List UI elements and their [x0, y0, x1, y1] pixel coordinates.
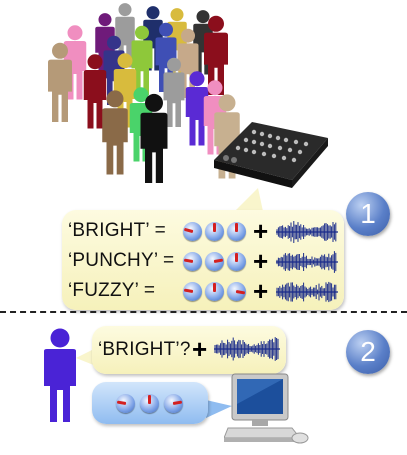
- eq-knob: [205, 282, 224, 301]
- callout-pointer: [230, 188, 264, 216]
- plus-icon: +: [253, 276, 269, 306]
- plus-icon: +: [253, 216, 269, 246]
- query-label: ‘BRIGHT’?: [98, 339, 191, 360]
- eq-knob: [116, 394, 135, 413]
- waveform-icon: [276, 221, 338, 243]
- step2-badge: 2: [346, 330, 390, 374]
- person-icon: [44, 328, 76, 422]
- audio-mixer-icon: [214, 122, 328, 188]
- descriptor-punchy: ‘PUNCHY’ =: [68, 250, 175, 271]
- eq-knob: [140, 394, 159, 413]
- eq-knob: [227, 282, 246, 301]
- plus-icon: +: [253, 246, 269, 276]
- eq-knob: [227, 252, 246, 271]
- waveform-icon: [214, 337, 280, 361]
- waveform-icon: [276, 281, 338, 303]
- descriptor-fuzzy: ‘FUZZY’ =: [68, 280, 156, 301]
- eq-knob: [205, 222, 224, 241]
- eq-knob: [183, 252, 202, 271]
- eq-knob: [227, 222, 246, 241]
- step1-badge: 1: [346, 192, 390, 236]
- callout-pointer: [206, 400, 232, 418]
- waveform-icon: [276, 251, 338, 273]
- section-divider: [0, 311, 407, 313]
- eq-knob: [183, 282, 202, 301]
- descriptor-bright: ‘BRIGHT’ =: [68, 220, 166, 241]
- eq-knob: [164, 394, 183, 413]
- query-callout: [92, 326, 286, 374]
- eq-knob: [183, 222, 202, 241]
- computer-icon: [224, 373, 309, 444]
- plus-icon: +: [192, 334, 208, 364]
- callout-pointer: [76, 348, 96, 366]
- eq-knob: [205, 252, 224, 271]
